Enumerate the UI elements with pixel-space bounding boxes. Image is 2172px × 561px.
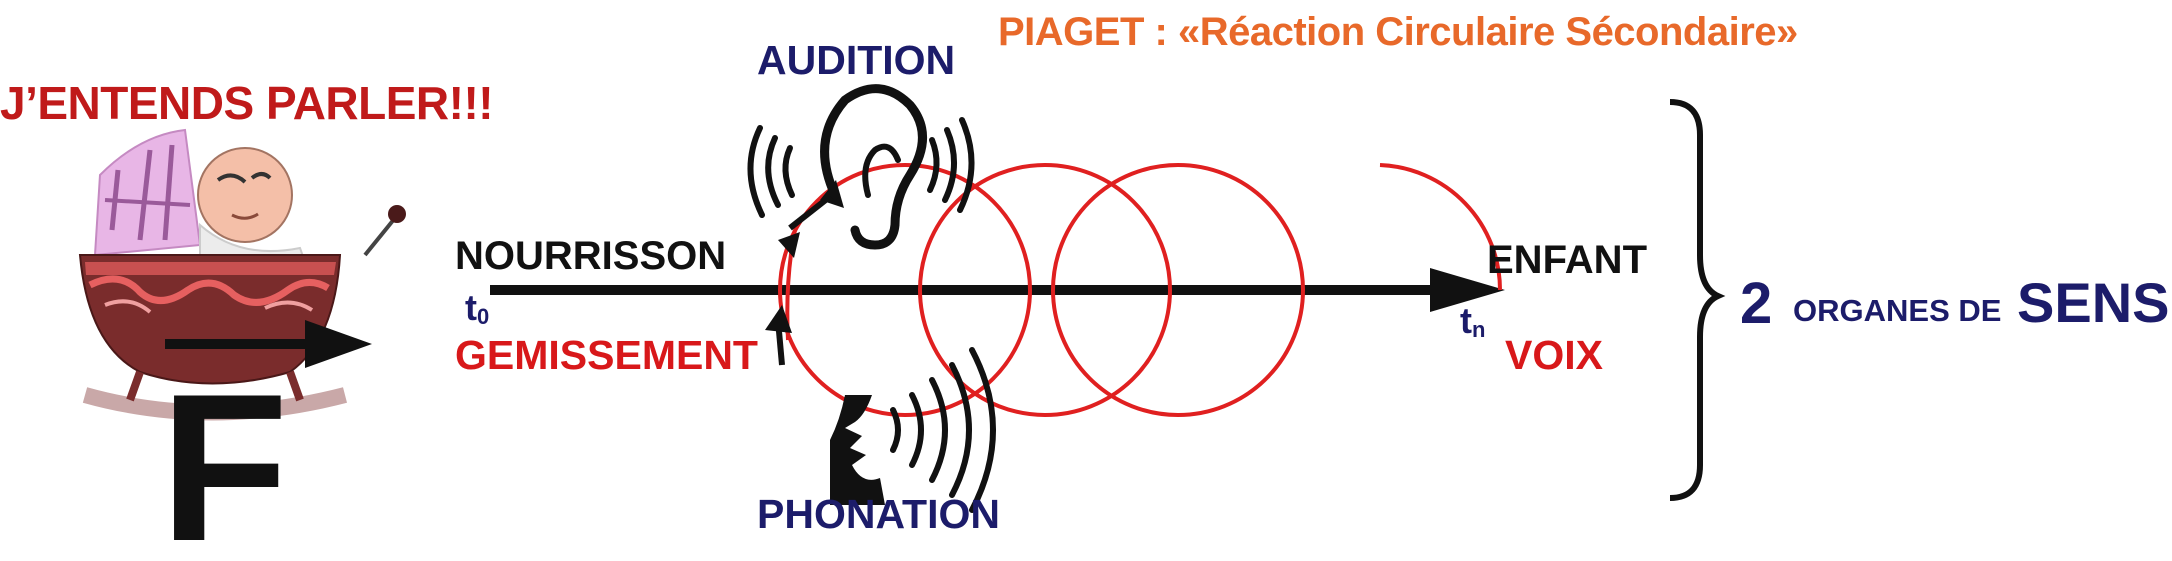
label-phonation: PHONATION	[757, 491, 1000, 537]
label-voix: VOIX	[1505, 332, 1603, 378]
label-gemissement: GEMISSEMENT	[455, 332, 758, 378]
time-end-sub: n	[1472, 317, 1486, 342]
time-end-base: t	[1460, 300, 1472, 341]
label-time-end: tn	[1460, 303, 1485, 341]
label-nourrisson: NOURRISSON	[455, 234, 727, 278]
circular-reaction-spiral	[778, 163, 1503, 417]
diagram-title: PIAGET : «Réaction Circulaire Sécondaire…	[998, 10, 1798, 54]
summary-word: SENS	[2017, 271, 2170, 334]
baby-in-cradle-icon	[78, 128, 406, 421]
timeline-arrow	[490, 268, 1505, 312]
baby-arrow	[165, 320, 372, 368]
ear-icon	[747, 84, 975, 250]
right-brace	[1669, 99, 1726, 501]
time-start-sub: 0	[477, 304, 490, 329]
label-audition: AUDITION	[757, 37, 956, 83]
headline: J’ENTENDS PARLER!!!	[0, 77, 494, 129]
feedback-arrows	[765, 180, 844, 366]
summary-count: 2	[1740, 271, 1773, 336]
speaking-head-icon	[830, 347, 996, 513]
label-time-start: t0	[465, 290, 489, 328]
summary-organes: ORGANES DE	[1793, 293, 2002, 328]
baby-letter-f: F	[160, 350, 288, 561]
label-enfant: ENFANT	[1487, 238, 1647, 282]
time-start-base: t	[465, 287, 477, 328]
